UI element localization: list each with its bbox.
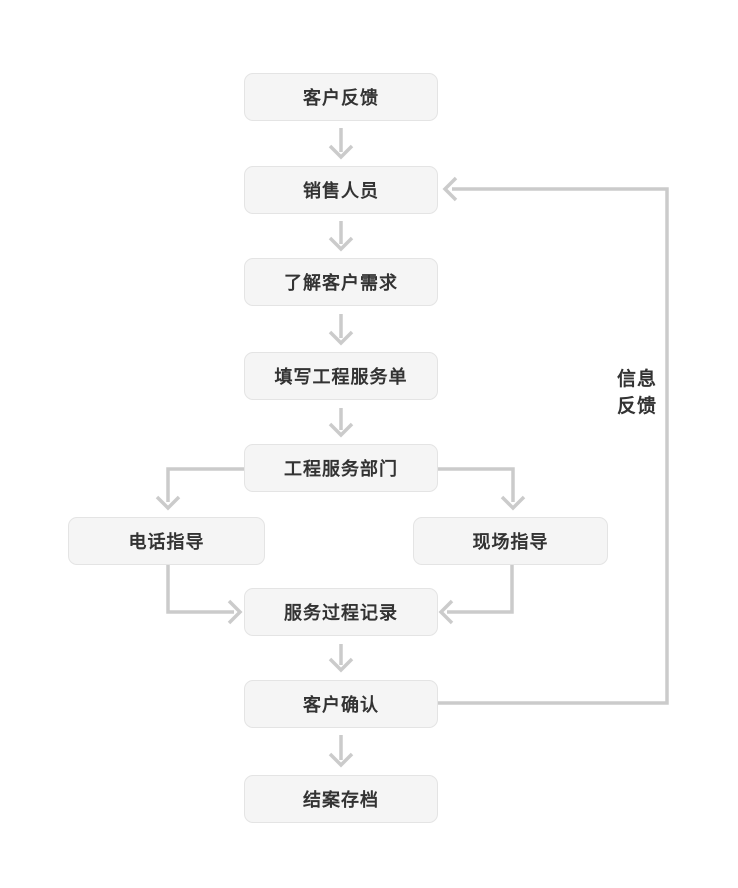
arrow-understand-needs-to-form-head [328, 330, 354, 346]
node-onsite-guidance: 现场指导 [413, 517, 608, 565]
edge-feedback-loop [438, 187, 669, 705]
edge-feedback-loop-head [442, 176, 458, 202]
feedback-edge-label: 信息 反馈 [616, 369, 657, 417]
edge-dept-to-onsite-guidance-head [500, 495, 526, 511]
node-sales-staff: 销售人员 [244, 166, 438, 214]
node-close-archive: 结案存档 [244, 775, 438, 823]
edge-onsite-guidance-to-record [447, 565, 514, 614]
node-fill-service-form: 填写工程服务单 [244, 352, 438, 400]
node-customer-feedback: 客户反馈 [244, 73, 438, 121]
arrow-record-to-customer-confirm-head [328, 657, 354, 673]
node-understand-needs: 了解客户需求 [244, 258, 438, 306]
edge-dept-to-onsite-guidance [438, 467, 515, 502]
edge-onsite-guidance-to-record-head [438, 599, 454, 625]
node-service-record: 服务过程记录 [244, 588, 438, 636]
edge-dept-to-phone-guidance [166, 467, 244, 502]
edge-phone-guidance-to-record-head [227, 599, 243, 625]
node-phone-guidance: 电话指导 [68, 517, 265, 565]
node-engineering-dept: 工程服务部门 [244, 444, 438, 492]
arrow-form-to-engineering-dept-head [328, 422, 354, 438]
arrow-sales-to-understand-needs-head [328, 236, 354, 252]
arrow-customer-feedback-to-sales-head [328, 144, 354, 160]
node-customer-confirm: 客户确认 [244, 680, 438, 728]
edge-dept-to-phone-guidance-head [155, 495, 181, 511]
arrow-confirm-to-archive-head [328, 752, 354, 768]
edge-phone-guidance-to-record [166, 565, 234, 614]
